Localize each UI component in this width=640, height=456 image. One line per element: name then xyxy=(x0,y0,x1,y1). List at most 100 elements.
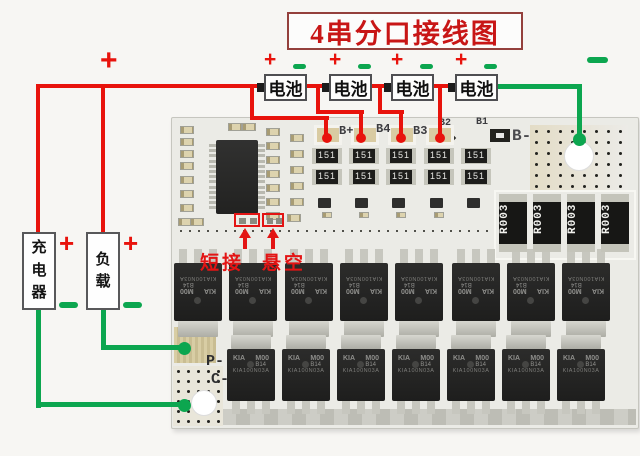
mosfet-brand: KIA xyxy=(591,287,604,294)
arrow-stem xyxy=(271,237,275,249)
smd-resistor-151-label: 151 xyxy=(428,149,450,163)
shunt-resistor: R003 xyxy=(567,194,595,252)
ic-pin xyxy=(258,196,265,199)
mosfet-pin xyxy=(582,249,590,264)
mosfet-dimple xyxy=(360,297,367,304)
smd-resistor-151-label: 151 xyxy=(390,149,412,163)
wire-endpoint xyxy=(322,133,332,143)
mosfet-dimple xyxy=(194,297,201,304)
silkscreen-dot xyxy=(180,230,182,232)
battery-minus-sign xyxy=(484,64,497,69)
pad-dot xyxy=(197,370,200,373)
mosfet-brand: KIA xyxy=(424,287,437,294)
ic-pin xyxy=(209,170,216,173)
pad-dot xyxy=(559,130,562,133)
mosfet-code: M00 xyxy=(458,287,472,294)
smd-component xyxy=(266,128,280,136)
pad-dot xyxy=(619,185,622,188)
silkscreen-dot xyxy=(396,230,398,232)
ic-pin xyxy=(209,201,216,205)
smd-resistor-151: 151 xyxy=(349,169,379,185)
pad-dot xyxy=(547,185,550,188)
battery-box: 电池 xyxy=(264,74,307,101)
shunt-outline xyxy=(494,190,636,260)
silkscreen-dot xyxy=(369,230,371,232)
wire-green-segment xyxy=(36,308,41,408)
pad-dot xyxy=(535,141,538,144)
pad-dot xyxy=(547,130,550,133)
ic-pin xyxy=(258,185,265,189)
mosfet-pin xyxy=(522,401,530,414)
mosfet-pin xyxy=(360,249,368,264)
mosfet-tab xyxy=(286,335,326,349)
mosfet-part: KIA100N03A xyxy=(457,275,495,281)
ic-pin xyxy=(258,154,265,158)
wire-endpoint xyxy=(435,133,445,143)
pad-dot xyxy=(217,400,220,403)
pad-dot xyxy=(177,390,180,393)
charger-plus-sign: + xyxy=(59,228,75,258)
smd-component xyxy=(290,134,304,142)
smd-component xyxy=(180,126,194,134)
silkscreen-dot xyxy=(342,230,344,232)
silkscreen-dot xyxy=(387,230,389,232)
silkscreen-dot xyxy=(378,230,380,232)
smd-resistor-151: 151 xyxy=(424,169,454,185)
smd-component xyxy=(287,214,301,222)
minus-sign xyxy=(587,57,608,63)
mosfet-lot: B14 xyxy=(585,362,596,368)
mosfet-pin xyxy=(194,249,202,264)
pad-dot xyxy=(559,163,562,166)
mosfet-brand: KIA xyxy=(536,287,549,294)
mosfet-pin xyxy=(372,401,380,414)
silkscreen-dot xyxy=(225,230,227,232)
pad-dot xyxy=(607,174,610,177)
tinned-edge-strip xyxy=(222,409,636,425)
mosfet-dimple xyxy=(472,297,479,304)
pad-dot xyxy=(197,420,200,423)
sot23-transistor xyxy=(467,198,480,208)
battery-label: 电池 xyxy=(459,80,494,99)
smd-component xyxy=(266,156,280,164)
wire-red-segment xyxy=(316,110,364,114)
silkscreen-dot xyxy=(360,230,362,232)
silkscreen-dot xyxy=(189,230,191,232)
ic-pin xyxy=(258,164,265,168)
wire-red-segment xyxy=(324,116,328,138)
battery-plus-sign: + xyxy=(455,48,468,71)
annotation-short: 短接 xyxy=(200,253,245,274)
mosfet-pin xyxy=(567,249,575,264)
mosfet-dimple xyxy=(467,361,474,368)
wire-green-segment xyxy=(494,84,582,89)
pad-dot xyxy=(217,380,220,383)
battery-label: 电池 xyxy=(268,80,303,99)
mosfet-tab xyxy=(341,335,381,349)
charger-minus-sign xyxy=(59,302,78,308)
mosfet-part: KIA100N03A xyxy=(287,368,325,374)
ic-pin xyxy=(258,175,265,179)
smd-resistor-151-label: 151 xyxy=(316,149,338,163)
component-b1-window xyxy=(496,133,504,138)
mosfet-pin xyxy=(397,401,405,414)
smd-component xyxy=(290,198,304,206)
pad-dot xyxy=(571,174,574,177)
pad-dot xyxy=(559,141,562,144)
pad-dot xyxy=(197,380,200,383)
smd-component xyxy=(396,212,406,218)
ic-pin xyxy=(258,159,265,163)
mosfet-brand: KIA xyxy=(343,355,356,362)
pad-dot xyxy=(607,130,610,133)
pad-dot xyxy=(187,370,190,373)
silkscreen-dot xyxy=(459,230,461,232)
